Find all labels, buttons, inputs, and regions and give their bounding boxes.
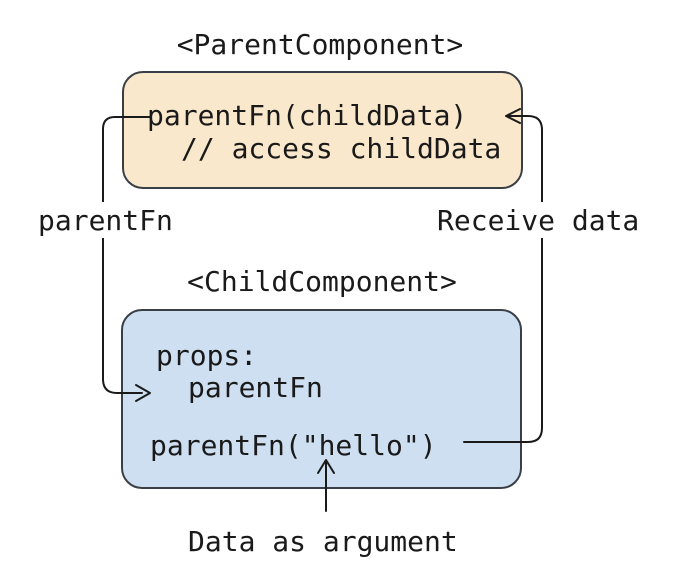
pass-function-connector-line [102,116,151,394]
receive-data-label: Receive data [437,204,639,237]
parent-code-line1: parentFn(childData) [147,99,467,132]
receive-data-connector-line [463,115,543,443]
parent-component-title: <ParentComponent> [177,28,464,61]
child-component-box [121,309,522,489]
child-code-call: parentFn("hello") [150,429,437,462]
parent-component-box [122,71,523,189]
child-component-title: <ChildComponent> [187,265,457,298]
right-label-mask [431,202,645,238]
data-as-argument-label: Data as argument [188,525,458,558]
child-code-prop-name: parentFn [188,371,323,404]
arrowhead-right-icon [135,384,151,402]
left-label-mask [34,202,178,238]
arrowhead-left-icon [505,108,521,124]
child-code-props-keyword: props: [156,339,257,372]
pass-function-label: parentFn [38,204,173,237]
parent-code-line2: // access childData [181,132,501,165]
arrowhead-up-icon [317,459,335,474]
